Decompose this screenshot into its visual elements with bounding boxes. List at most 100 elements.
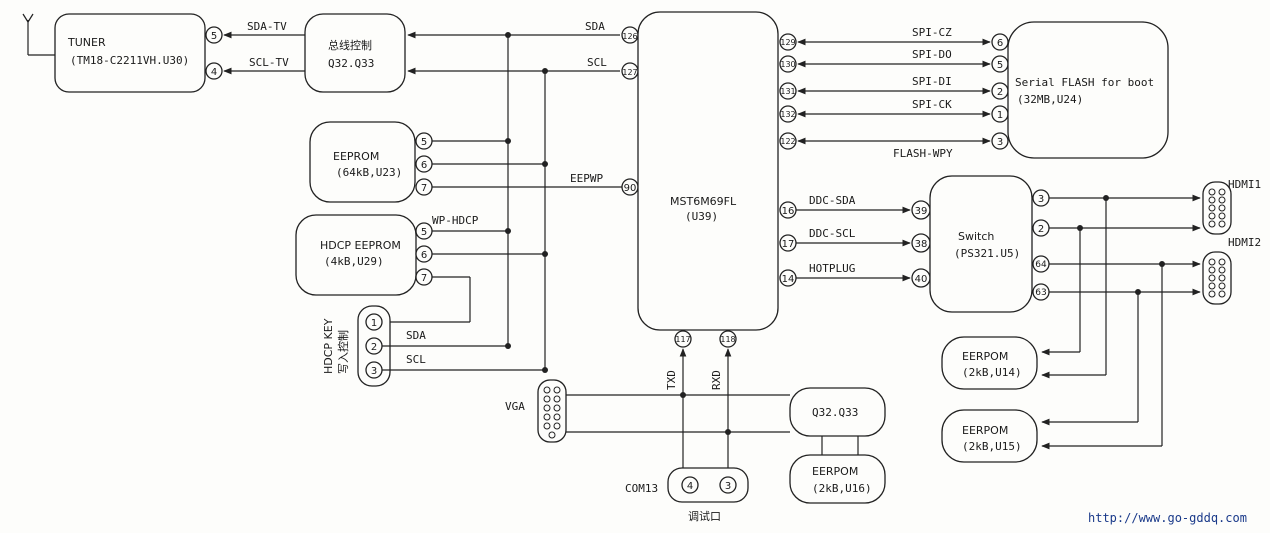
pin-label: 3 [997,137,1003,148]
pin-label: 6 [421,160,427,171]
pin-label: 5 [421,137,427,148]
pin-label: 127 [622,68,637,77]
pin-label: 1 [371,318,377,329]
signal-key-scl: SCL [406,353,426,366]
mst-title: MST6M69FL [670,195,737,208]
switch-block [929,175,1033,313]
signal-ddc-scl: DDC-SCL [809,227,856,240]
bus-control-block [304,13,406,93]
eerpom-u14-part: (2kB,U14) [962,366,1022,379]
pin-label: 2 [997,87,1003,98]
signal-sda: SDA [585,20,605,33]
pin-label: 3 [1038,194,1044,205]
eeprom-u23-title: EEPROM [333,150,379,163]
pin-label: 3 [371,366,377,377]
pin-label: 5 [211,31,217,42]
pin-label: 4 [687,481,693,492]
signal-flash-wpy: FLASH-WPY [893,147,953,160]
eerpom-u16-part: (2kB,U16) [812,482,872,495]
pin-label: 5 [421,227,427,238]
pin-label: 117 [675,335,690,344]
signal-scl-tv: SCL-TV [249,56,289,69]
serial-flash-title: Serial FLASH for boot [1015,76,1154,89]
hdcp-key-label-cn: 写入控制 [336,330,350,374]
hdmi2-label: HDMI2 [1228,236,1261,249]
signal-key-sda: SDA [406,329,426,342]
hdmi1-label: HDMI1 [1228,178,1261,191]
pin-label: 16 [782,206,795,217]
debug-port-label: 调试口 [688,510,721,523]
hdmi1-connector [1202,181,1232,235]
pin-label: 63 [1035,288,1046,298]
pin-label: 38 [915,239,928,250]
signal-txd: TXD [665,370,678,390]
pin-label: 118 [720,335,735,344]
signal-wp-hdcp: WP-HDCP [432,214,479,227]
signal-spi-do: SPI-DO [912,48,952,61]
eerpom-u16-title: EERPOM [812,465,858,478]
tuner-block [54,13,206,93]
signal-sda-tv: SDA-TV [247,20,287,33]
eerpom-u15-block [941,409,1038,463]
pin-label: 126 [622,32,637,41]
mst-part: (U39) [685,210,718,223]
pin-label: 2 [1038,224,1044,235]
q32-q33-bottom-label: Q32.Q33 [812,406,858,419]
eerpom-u14-title: EERPOM [962,350,1008,363]
signal-spi-ck: SPI-CK [912,98,952,111]
signal-spi-cz: SPI-CZ [912,26,952,39]
switch-part: (PS321.U5) [954,247,1020,260]
eerpom-u15-part: (2kB,U15) [962,440,1022,453]
pin-label: 7 [421,183,427,194]
signal-spi-di: SPI-DI [912,75,952,88]
pin-label: 17 [782,239,795,250]
serial-flash-block [1007,21,1169,159]
tuner-title: TUNER [67,36,106,49]
bus-control-part: Q32.Q33 [328,57,374,70]
signal-eepwp: EEPWP [570,172,603,185]
signal-ddc-sda: DDC-SDA [809,194,856,207]
pin-circle [205,62,223,80]
eerpom-u16-block [789,454,886,504]
pin-label: 122 [780,137,795,146]
signal-hotplug: HOTPLUG [809,262,855,275]
serial-flash-part: (32MB,U24) [1017,93,1083,106]
bus-control-title: 总线控制 [328,38,372,52]
hdmi2-connector [1202,251,1232,305]
q32-q33-bottom-block [789,387,886,437]
pin-label: 5 [997,60,1003,71]
vga-connector [537,379,567,443]
pin-label: 3 [725,481,731,492]
pin-label: 2 [371,342,377,353]
eerpom-u15-title: EERPOM [962,424,1008,437]
eeprom-u23-block [309,121,416,203]
eeprom-u23-part: (64kB,U23) [336,166,402,179]
pin-label: 14 [782,274,795,285]
pin-label: 90 [624,183,637,194]
pin-circle [205,26,223,44]
tuner-part: (TM18-C2211VH.U30) [70,54,189,67]
watermark-url: http://www.go-gddq.com [1088,511,1247,525]
signal-rxd: RXD [710,370,723,390]
pin-label: 132 [780,110,795,119]
hdcp-eeprom-title: HDCP EEPROM [320,239,401,252]
pin-label: 64 [1035,260,1047,270]
pin-label: 40 [915,274,928,285]
pin-label: 4 [211,67,217,78]
pin-label: 6 [997,38,1003,49]
pin-label: 130 [780,60,795,69]
com13-label: COM13 [625,482,658,495]
eerpom-u14-block [941,336,1038,390]
hdcp-key-label: HDCP KEY [322,318,335,374]
pin-label: 131 [780,87,795,96]
pin-label: 129 [780,38,795,47]
pin-label: 39 [915,206,928,217]
hdcp-eeprom-part: (4kB,U29) [324,255,384,268]
switch-title: Switch [958,230,994,243]
signal-scl: SCL [587,56,607,69]
vga-label: VGA [505,400,525,413]
pin-label: 7 [421,273,427,284]
pin-label: 1 [997,110,1003,121]
